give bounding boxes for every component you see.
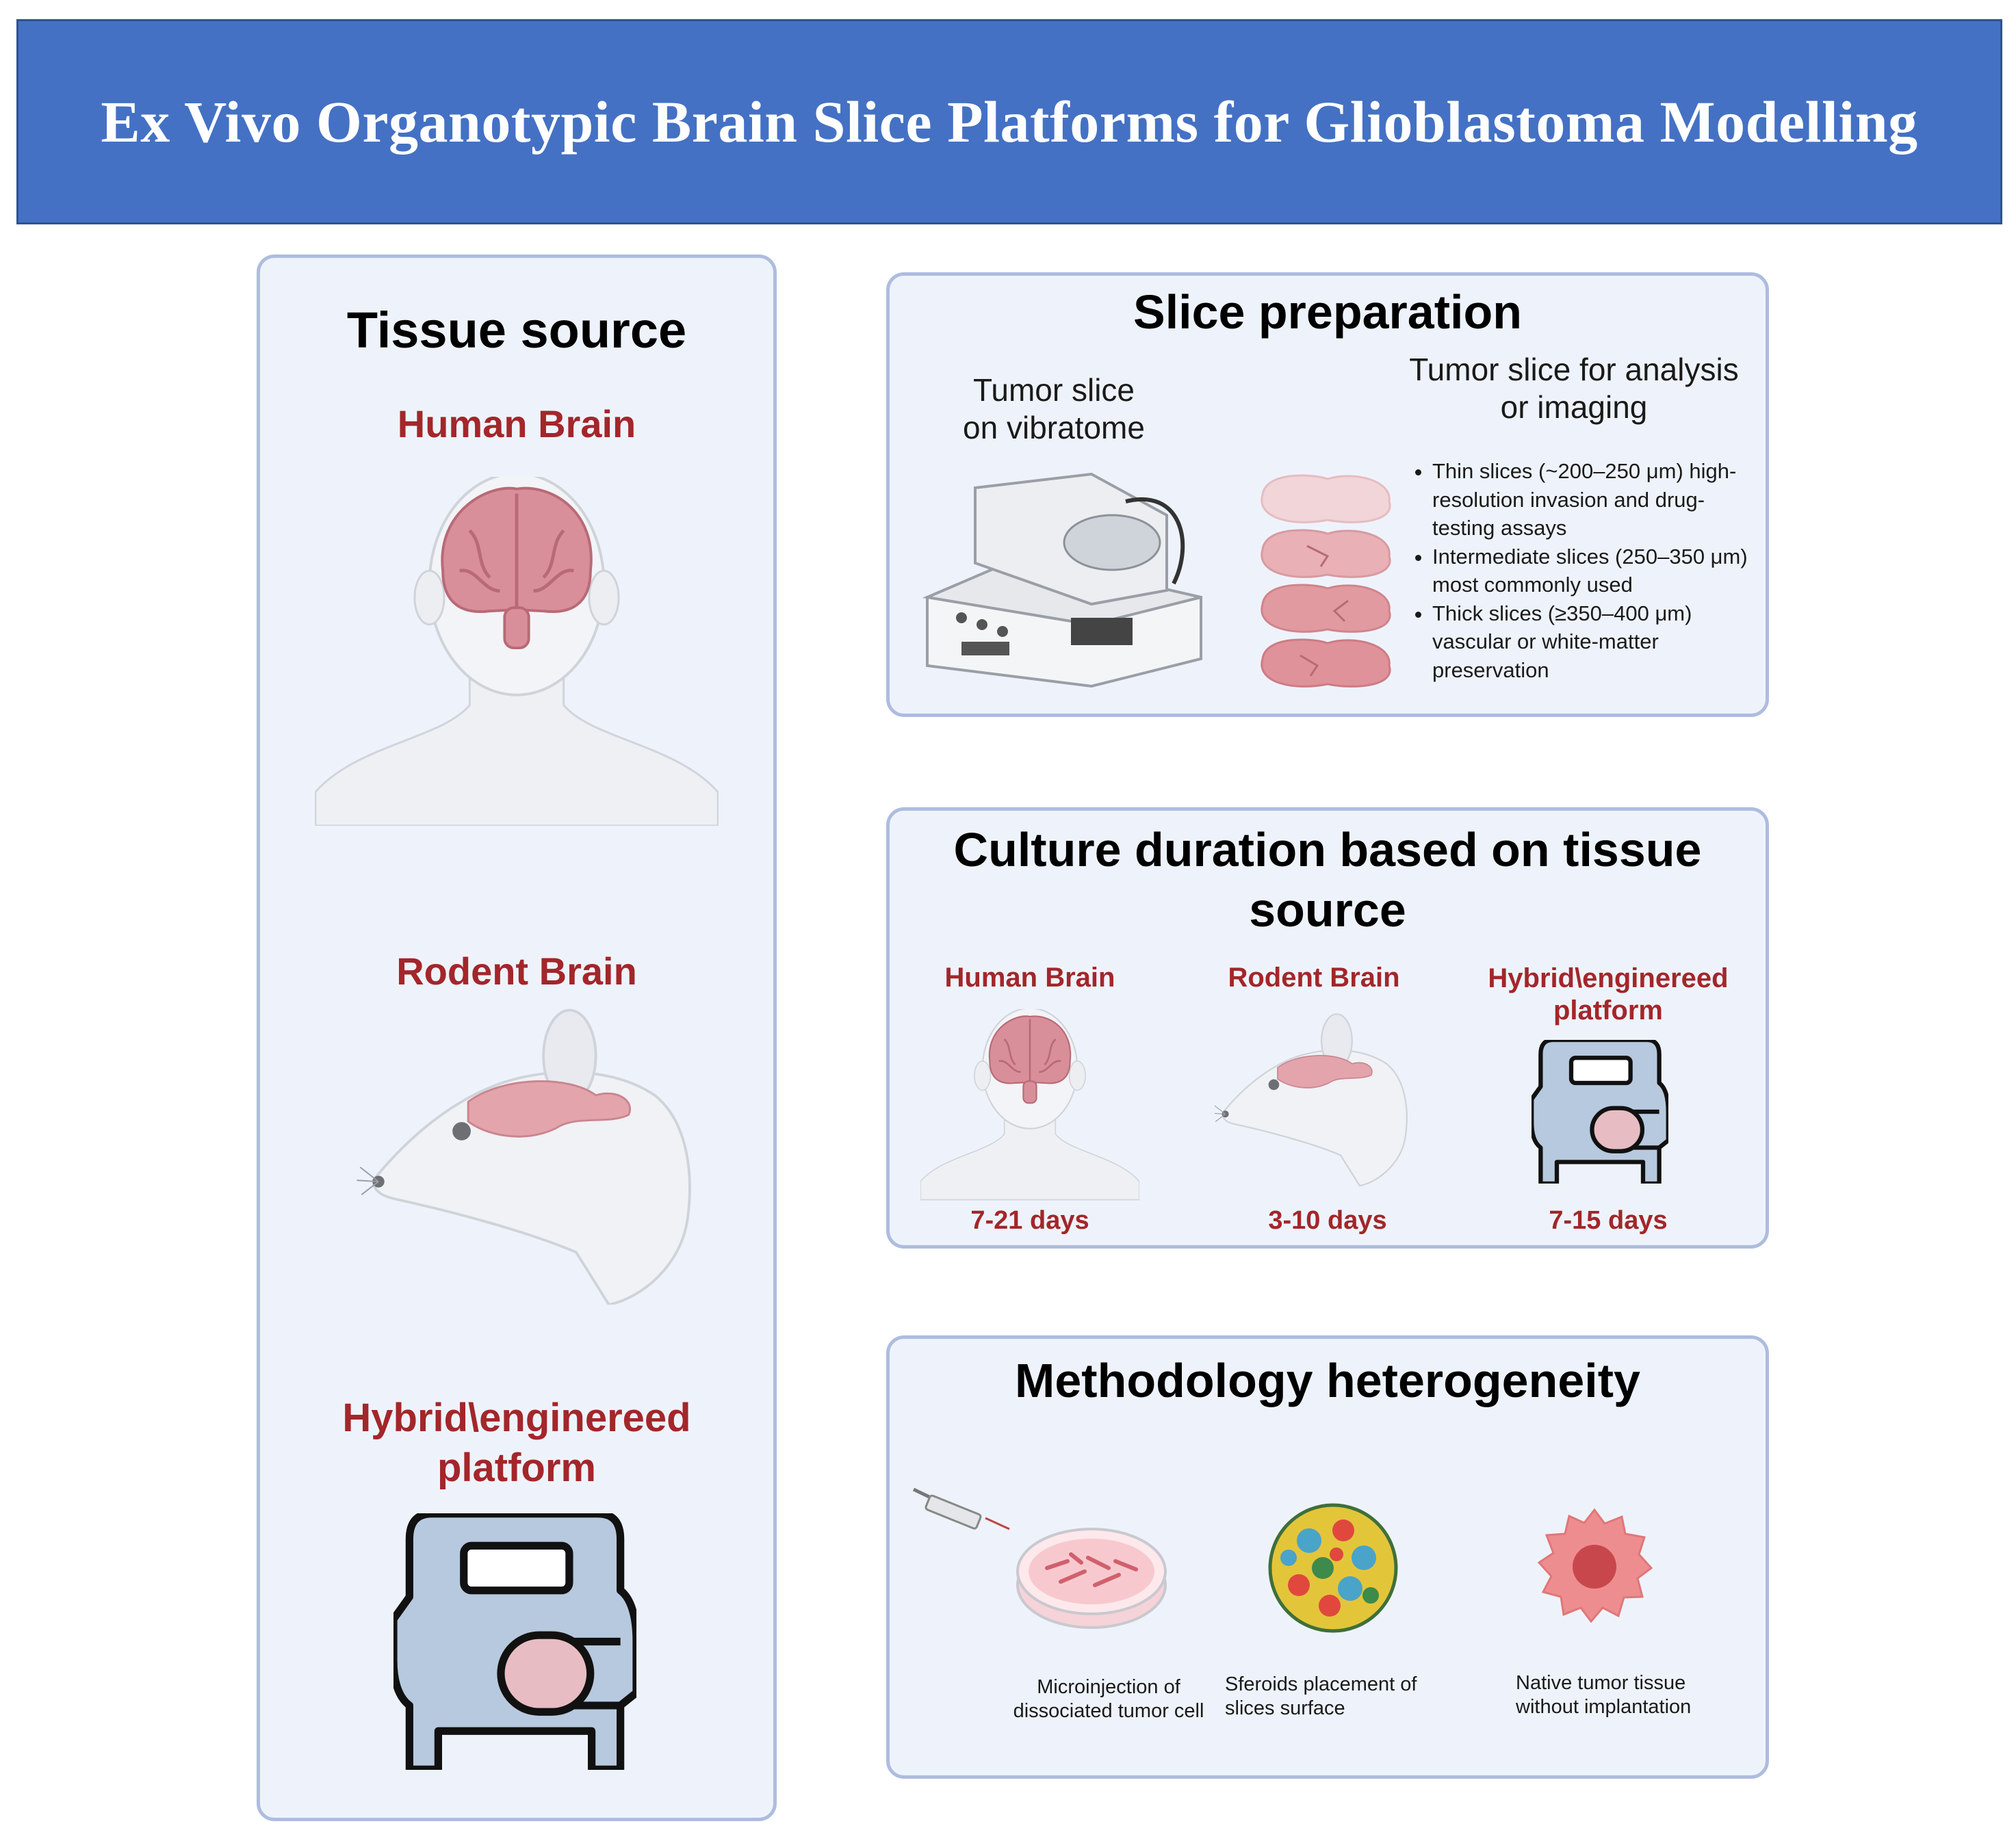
petri-dish-icon (1016, 1528, 1167, 1629)
tissue-source-panel: Tissue source Human Brain Rodent Brain H… (257, 254, 777, 1821)
hybrid-device-icon (393, 1513, 636, 1770)
methodology-title: Methodology heterogeneity (1015, 1354, 1640, 1407)
bullet-thick-slices: Thick slices (≥350–400 μm) vascular or w… (1432, 599, 1748, 685)
rodent-brain-label: Rodent Brain (396, 950, 637, 993)
native-tissue-caption: Native tumor tissue without implantation (1516, 1671, 1748, 1719)
title-banner: Ex Vivo Organotypic Brain Slice Platform… (16, 19, 2002, 224)
vibratome-caption: Tumor slice on vibratome (931, 371, 1177, 447)
slice-thickness-list: Thin slices (~200–250 μm) high-resolutio… (1406, 457, 1748, 684)
culture-human-label: Human Brain (944, 963, 1115, 993)
culture-rodent-label: Rodent Brain (1228, 963, 1400, 993)
syringe-icon (912, 1487, 1010, 1530)
culture-hybrid-label: Hybrid\enginereed platform (1471, 963, 1745, 1027)
native-tissue-caption-line2: without implantation (1516, 1695, 1692, 1718)
culture-title-line1: Culture duration based on tissue (953, 823, 1702, 876)
spheroids-caption-line1: Sferoids placement of (1225, 1673, 1417, 1695)
methodology-panel: Methodology heterogeneity Microinjection… (886, 1335, 1769, 1779)
culture-duration-title: Culture duration based on tissue source (890, 820, 1766, 940)
slice-preparation-panel: Slice preparation Tumor slice on vibrato… (886, 272, 1769, 717)
culture-human-head-icon (920, 1009, 1139, 1201)
culture-rat-icon (1215, 1009, 1413, 1187)
tissue-source-title: Tissue source (346, 302, 687, 358)
spheroid-icon (1268, 1503, 1398, 1633)
microinjection-caption-line2: dissociated tumor cell (1013, 1699, 1204, 1722)
bullet-thin-slices: Thin slices (~200–250 μm) high-resolutio… (1432, 457, 1748, 543)
culture-hybrid-device-icon (1532, 1040, 1668, 1184)
hybrid-label-line1: Hybrid\enginereed (342, 1396, 691, 1440)
analysis-caption: Tumor slice for analysis or imaging (1389, 351, 1759, 426)
vibratome-caption-line2: on vibratome (963, 410, 1145, 446)
culture-hybrid-label-line2: platform (1553, 995, 1663, 1026)
hybrid-label-line2: platform (437, 1445, 596, 1490)
tissue-slices-stack (1261, 474, 1391, 688)
microinjection-caption-line1: Microinjection of (1037, 1676, 1180, 1698)
human-brain-label: Human Brain (397, 402, 636, 445)
bullet-intermediate-slices: Intermediate slices (250–350 μm) most co… (1432, 543, 1748, 599)
banner-title: Ex Vivo Organotypic Brain Slice Platform… (101, 89, 1918, 155)
analysis-caption-line1: Tumor slice for analysis (1409, 352, 1739, 387)
analysis-caption-line2: or imaging (1500, 389, 1648, 426)
native-tumor-tissue-icon (1537, 1508, 1653, 1623)
culture-title-line2: source (1249, 883, 1406, 937)
culture-rodent-duration: 3-10 days (1268, 1206, 1387, 1235)
hybrid-platform-label: Hybrid\enginereed platform (260, 1394, 773, 1493)
vibratome-caption-line1: Tumor slice (973, 372, 1135, 408)
vibratome-illustration (922, 472, 1202, 688)
rat-head-illustration (356, 1004, 705, 1305)
native-tissue-caption-line1: Native tumor tissue (1516, 1672, 1686, 1694)
slice-preparation-title: Slice preparation (1133, 285, 1522, 339)
culture-human-duration: 7-21 days (970, 1206, 1089, 1235)
spheroids-caption: Sferoids placement of slices surface (1225, 1673, 1471, 1721)
spheroids-caption-line2: slices surface (1225, 1697, 1345, 1719)
culture-hybrid-duration: 7-15 days (1549, 1206, 1668, 1235)
culture-duration-panel: Culture duration based on tissue source … (886, 807, 1769, 1249)
human-head-illustration (315, 477, 719, 826)
microinjection-caption: Microinjection of dissociated tumor cell (985, 1675, 1232, 1723)
culture-hybrid-label-line1: Hybrid\enginereed (1488, 963, 1729, 993)
